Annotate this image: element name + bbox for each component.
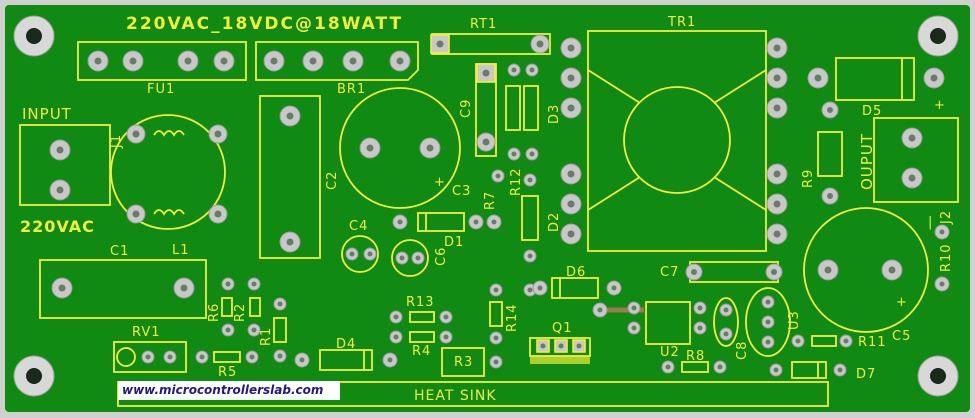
label-heatsink: HEAT SINK bbox=[414, 388, 497, 404]
refdes-br1: BR1 bbox=[337, 82, 366, 97]
resistor-r13: R13 bbox=[406, 295, 435, 323]
diode-d7: D7 bbox=[791, 361, 876, 382]
refdes-c9: C9 bbox=[459, 99, 474, 118]
label-input-voltage: 220VAC bbox=[20, 217, 95, 236]
refdes-c6: C6 bbox=[434, 247, 449, 266]
refdes-rv1: RV1 bbox=[132, 325, 161, 340]
refdes-c8: C8 bbox=[735, 341, 750, 360]
refdes-fu1: FU1 bbox=[147, 82, 175, 97]
refdes-r11: R11 bbox=[858, 335, 887, 350]
mounting-hole-top-right bbox=[917, 15, 959, 57]
refdes-r5: R5 bbox=[218, 365, 237, 380]
diode-d3: D3 bbox=[505, 85, 562, 131]
label-output: OUPUT bbox=[858, 133, 876, 190]
refdes-c5: C5 bbox=[892, 329, 911, 344]
refdes-c7: C7 bbox=[660, 265, 679, 280]
capacitor-c8: C8 bbox=[713, 297, 750, 360]
mounting-hole-bottom-left bbox=[13, 355, 55, 397]
fuse-fu1: FU1 bbox=[77, 41, 247, 97]
resistor-r2-body bbox=[249, 297, 261, 317]
mounting-hole-top-left bbox=[13, 15, 55, 57]
ic-u2: U2 bbox=[645, 301, 691, 360]
refdes-rt1: RT1 bbox=[470, 17, 497, 32]
refdes-d3: D3 bbox=[547, 104, 562, 124]
transistor-q1: Q1 bbox=[529, 321, 591, 364]
d5-plus: + bbox=[934, 98, 946, 113]
refdes-j1: J1 bbox=[109, 134, 124, 149]
bridge-rectifier-br1: BR1 bbox=[255, 41, 419, 97]
resistor-r1: R1 bbox=[259, 317, 287, 346]
refdes-r2: R2 bbox=[233, 303, 248, 322]
diode-d6: D6 bbox=[551, 265, 599, 299]
diode-d5: D5 + bbox=[835, 57, 946, 119]
refdes-d6: D6 bbox=[566, 265, 586, 280]
electrolytic-capacitor-c5: + C5 bbox=[803, 207, 929, 344]
label-input: INPUT bbox=[22, 105, 72, 123]
refdes-d5: D5 bbox=[862, 104, 882, 119]
refdes-r6: R6 bbox=[207, 303, 222, 322]
resistor-r11: R11 bbox=[811, 335, 887, 350]
j2-minus: | bbox=[928, 215, 933, 230]
resistor-r8: R8 bbox=[681, 349, 709, 373]
connector-j2: OUPUT J2 | bbox=[858, 117, 959, 230]
refdes-d4: D4 bbox=[336, 337, 356, 352]
resistor-r6-body bbox=[221, 297, 233, 317]
refdes-c3: C3 bbox=[452, 184, 471, 199]
refdes-tr1: TR1 bbox=[667, 15, 696, 30]
watermark: www.microcontrollerslab.com bbox=[118, 381, 340, 400]
diode-d2: D2 bbox=[521, 195, 562, 241]
refdes-l1: L1 bbox=[172, 243, 190, 258]
refdes-q1: Q1 bbox=[552, 321, 573, 336]
capacitor-c6: C6 bbox=[391, 239, 449, 277]
resistor-r9: R9 bbox=[801, 131, 843, 188]
refdes-r1: R1 bbox=[259, 327, 274, 346]
connector-j1: J1 bbox=[19, 124, 124, 206]
mounting-hole-bottom-right bbox=[917, 355, 959, 397]
refdes-u3: U3 bbox=[787, 310, 802, 330]
refdes-r13: R13 bbox=[406, 295, 435, 310]
refdes-r4: R4 bbox=[412, 344, 431, 359]
pads bbox=[49, 34, 950, 377]
transformer-tr1: TR1 bbox=[587, 15, 767, 252]
refdes-r10: R10 bbox=[939, 243, 954, 272]
c5-plus: + bbox=[896, 295, 908, 310]
refdes-r7: R7 bbox=[483, 191, 498, 210]
plus-marker: + bbox=[434, 175, 446, 190]
refdes-r12: R12 bbox=[509, 167, 524, 196]
refdes-r14: R14 bbox=[505, 303, 520, 332]
common-mode-choke-l1: L1 bbox=[110, 114, 226, 258]
diode-d1: D1 bbox=[417, 212, 465, 250]
resistor-r14: R14 bbox=[489, 301, 520, 332]
refdes-r3: R3 bbox=[454, 355, 473, 370]
board-title: 220VAC_18VDC@18WATT bbox=[126, 14, 403, 34]
capacitor-c2: C2 bbox=[259, 95, 340, 259]
refdes-u2: U2 bbox=[660, 345, 680, 360]
resistor-r5: R5 bbox=[213, 351, 241, 380]
electrolytic-capacitor-main: + C3 bbox=[339, 87, 471, 209]
refdes-r8: R8 bbox=[686, 349, 705, 364]
resistor-r3: R3 bbox=[441, 347, 485, 377]
refdes-c2: C2 bbox=[325, 171, 340, 190]
capacitor-c1: C1 bbox=[39, 244, 207, 319]
refdes-d1: D1 bbox=[444, 235, 464, 250]
diode-d4: D4 bbox=[319, 337, 373, 371]
capacitor-c4: C4 bbox=[341, 219, 379, 273]
refdes-c1: C1 bbox=[110, 244, 129, 259]
refdes-d2: D2 bbox=[547, 212, 562, 232]
refdes-j2: J2 bbox=[939, 210, 954, 225]
refdes-c4: C4 bbox=[349, 219, 368, 234]
refdes-d7: D7 bbox=[856, 367, 876, 382]
refdes-r9: R9 bbox=[801, 169, 816, 188]
resistor-r4: R4 bbox=[409, 331, 435, 359]
regulator-u3: U3 bbox=[745, 287, 802, 357]
potentiometer-rv1: RV1 bbox=[113, 325, 187, 373]
